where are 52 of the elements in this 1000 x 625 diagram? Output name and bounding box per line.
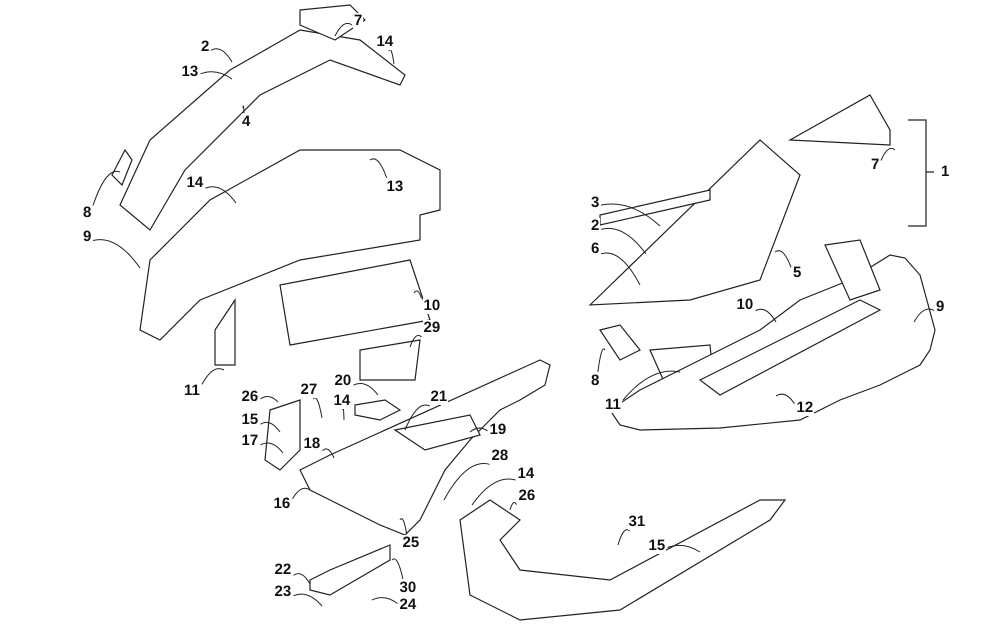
leader-line (293, 573, 310, 584)
leader-line (618, 529, 630, 546)
leader-line (260, 396, 278, 402)
leader-line (292, 488, 310, 500)
leader-line (414, 290, 422, 299)
leader-line (260, 442, 284, 454)
leader-line (200, 71, 232, 80)
leader-line (342, 408, 344, 420)
leader-line (242, 105, 245, 114)
leader-line (444, 463, 490, 500)
leader-line (372, 597, 398, 604)
leader-line (755, 308, 776, 322)
callout-number: 12 (796, 400, 814, 416)
leader-line (597, 348, 606, 372)
leader-line (202, 368, 224, 385)
leader-line (293, 594, 322, 606)
leader-line (392, 558, 404, 580)
leader-line (334, 22, 352, 36)
callout-number: 7 (353, 13, 364, 29)
leader-line (353, 383, 378, 396)
leader-line (210, 48, 232, 62)
callout-number: 21 (430, 389, 448, 405)
leader-line (880, 148, 896, 161)
leader-line (205, 186, 236, 204)
leader-line (600, 228, 646, 254)
leader-line (667, 544, 700, 552)
leader-line (410, 334, 422, 348)
leader-line (404, 404, 430, 430)
leader-line (322, 448, 334, 458)
leader-line (400, 518, 408, 534)
leader-line (92, 170, 120, 206)
leader-line (92, 239, 140, 268)
leader-line (388, 49, 394, 64)
callout-number: 27 (300, 382, 318, 398)
callout-number: 15 (648, 538, 666, 554)
leader-line (774, 250, 792, 268)
leader-line (260, 422, 280, 432)
callout-number: 10 (422, 298, 442, 314)
callout-number: 14 (332, 393, 352, 409)
leader-line (470, 428, 488, 432)
leader-line (600, 204, 660, 226)
callout-number: 11 (604, 397, 622, 413)
leader-line (914, 308, 934, 322)
callout-number: 31 (628, 514, 646, 530)
leader-line (510, 502, 517, 510)
leader-line (370, 158, 388, 178)
leader-line (776, 394, 795, 404)
leader-line (472, 478, 516, 506)
leader-line (600, 252, 640, 286)
callout-number: 14 (376, 34, 394, 50)
leader-line (312, 397, 322, 418)
leader-line (622, 370, 680, 401)
